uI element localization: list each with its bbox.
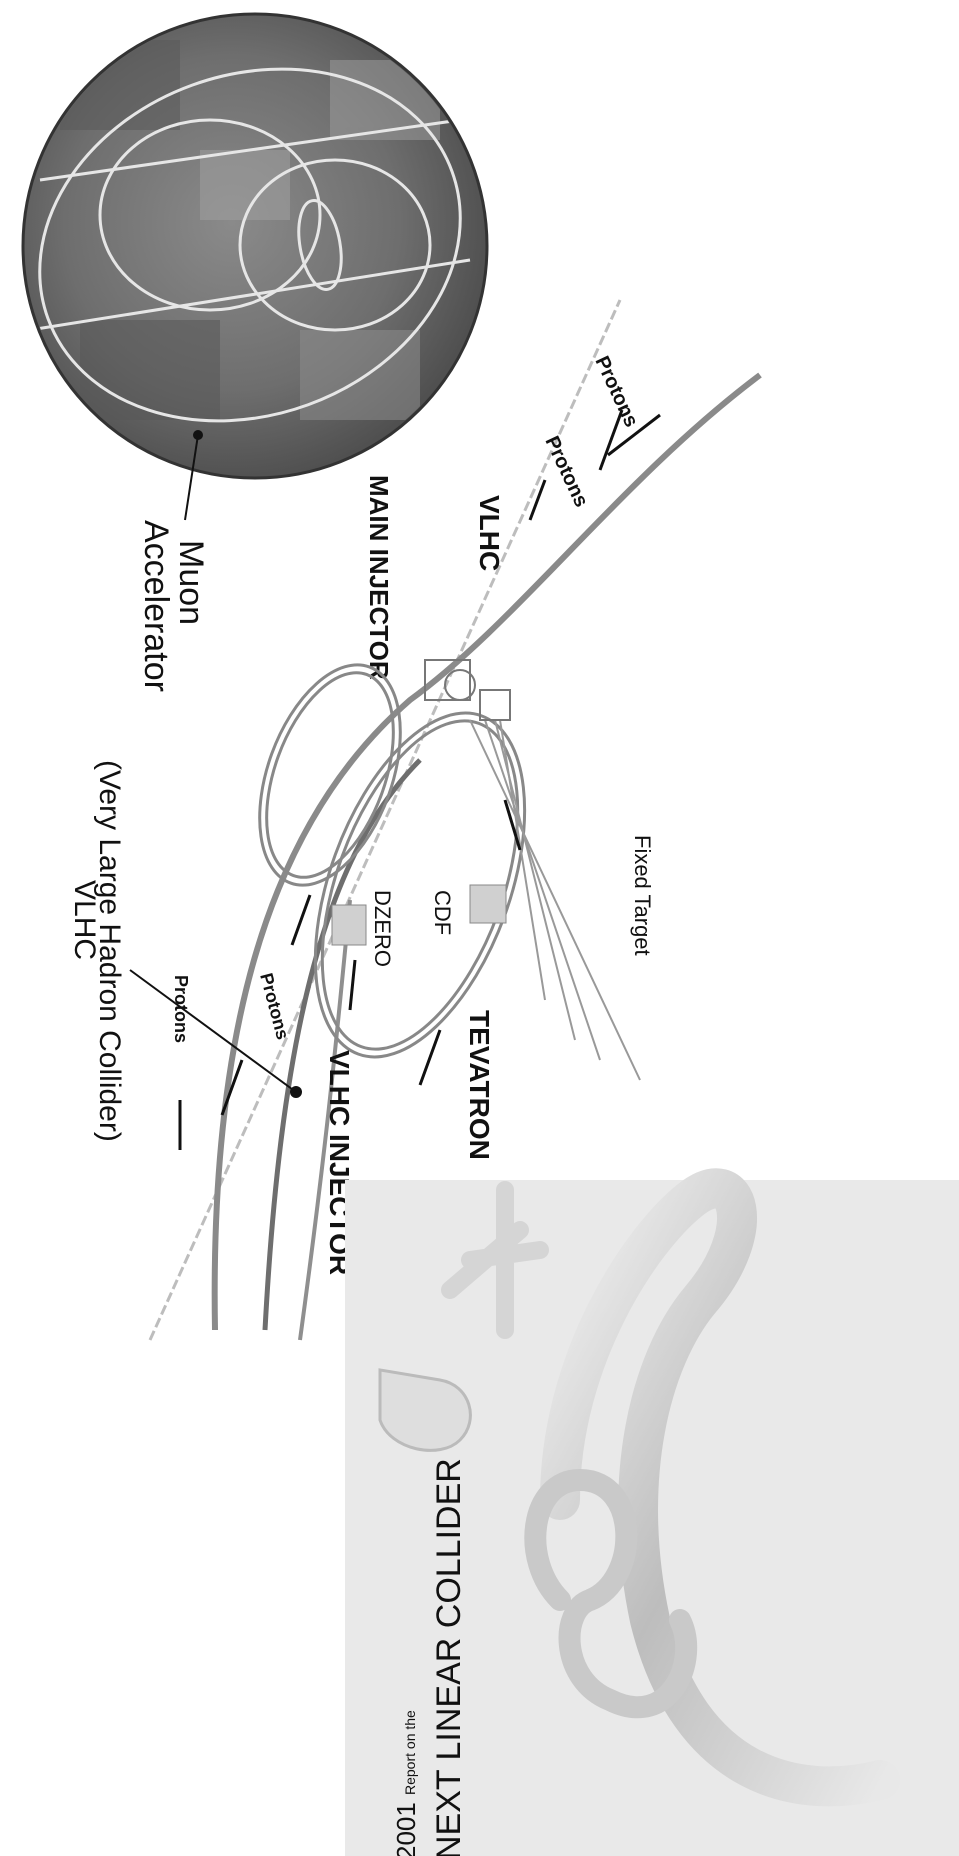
protons-label-3: Protons	[540, 433, 592, 511]
logo-title: NEXT LINEAR COLLIDER	[430, 1458, 468, 1856]
accelerator-label: Accelerator	[137, 520, 175, 692]
vlhc-full-label: (Very Large Hadron Collider)	[93, 760, 126, 1142]
protons-label-1: Protons	[171, 975, 191, 1043]
dzero-label: DZERO	[370, 890, 395, 967]
detector-dzero	[332, 905, 366, 945]
protons-label-4: Protons	[590, 353, 642, 431]
logo-year: 2001	[391, 1802, 421, 1856]
cropped-title-fragment	[0, 225, 10, 1825]
tevatron-label: TEVATRON	[464, 1010, 495, 1160]
cdf-label: CDF	[430, 890, 455, 935]
muon-label: Muon	[172, 540, 210, 625]
detector-cdf	[470, 885, 506, 923]
fixed-target-label: Fixed Target	[630, 835, 655, 956]
central-hub	[425, 660, 510, 720]
logo-report: Report on the	[402, 1710, 418, 1795]
aerial-photo-circle	[0, 12, 510, 479]
protons-label-2: Protons	[256, 971, 293, 1042]
vlhc-right-label: VLHC	[474, 495, 505, 571]
main-injector-label: MAIN INJECTOR	[364, 475, 394, 680]
